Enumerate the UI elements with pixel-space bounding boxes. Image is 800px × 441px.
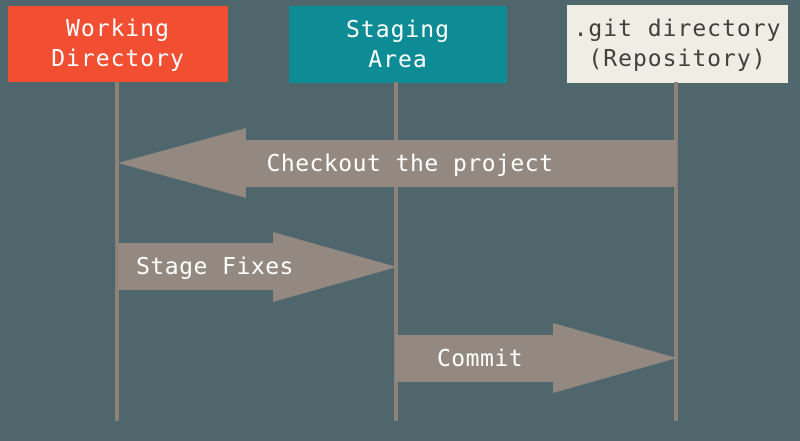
working-directory-box: Working Directory xyxy=(8,6,228,82)
checkout-arrow-label: Checkout the project xyxy=(266,150,554,177)
stage-fixes-arrow-body xyxy=(118,243,273,290)
staging-area-label-line1: Staging xyxy=(346,16,450,43)
checkout-arrow-body xyxy=(246,140,676,187)
commit-arrow-label: Commit xyxy=(436,345,524,372)
working-directory-label-line2: Directory xyxy=(51,46,185,72)
commit-arrow-body xyxy=(395,335,553,382)
working-directory-label-line1: Working xyxy=(66,16,170,42)
git-directory-lifeline xyxy=(674,82,678,421)
git-directory-label-line1: .git directory xyxy=(573,16,782,42)
git-directory-label-line2: (Repository) xyxy=(588,46,767,72)
checkout-arrowhead-left-icon xyxy=(118,128,246,198)
git-directory-box: .git directory (Repository) xyxy=(567,5,788,83)
staging-area-box: Staging Area xyxy=(289,6,507,83)
staging-area-label-line2: Area xyxy=(368,46,428,73)
working-directory-lifeline xyxy=(115,82,119,421)
stage-fixes-arrow-label: Stage Fixes xyxy=(136,253,294,280)
stage-fixes-arrowhead-right-icon xyxy=(273,232,397,302)
commit-arrowhead-right-icon xyxy=(553,323,677,393)
